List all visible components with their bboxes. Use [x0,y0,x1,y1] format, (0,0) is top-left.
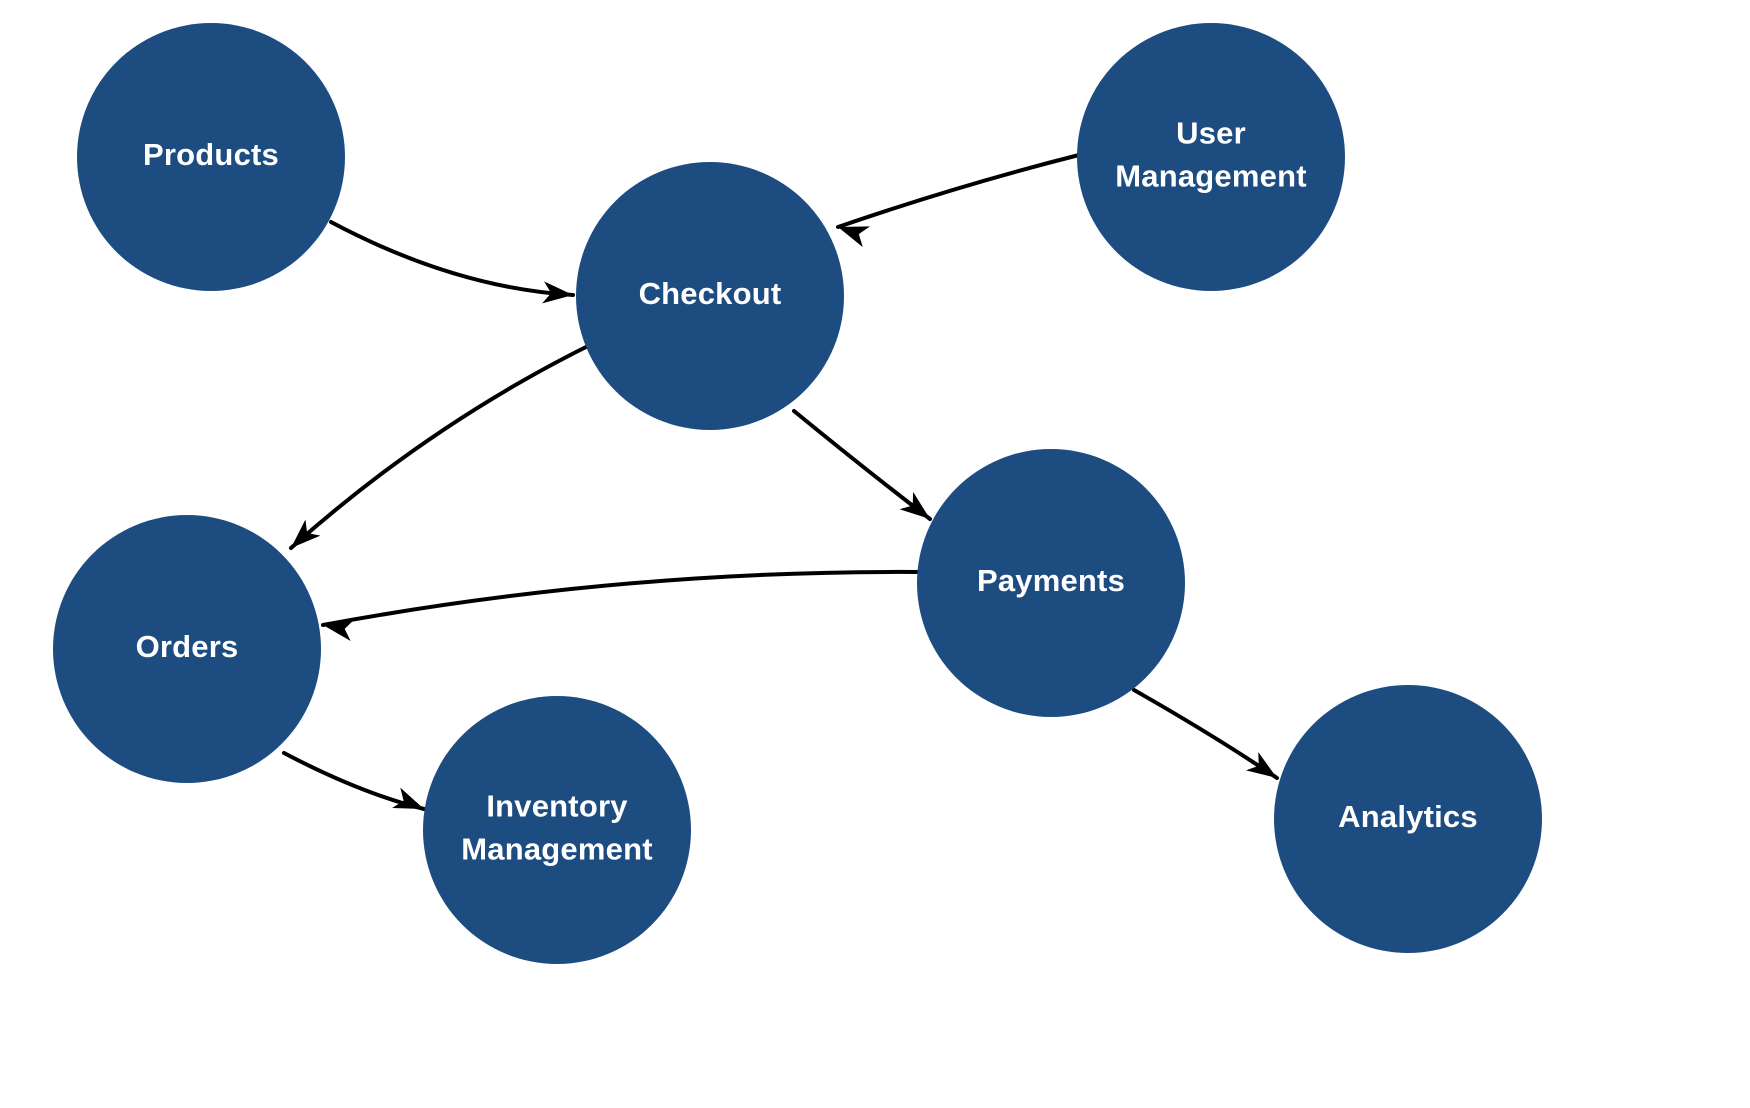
node-circle-analytics[interactable] [1274,685,1542,953]
edge-line [1132,688,1279,780]
node-circle-inventory[interactable] [423,696,691,964]
edge-arrowhead-icon [291,519,321,548]
node-circle-user_mgmt[interactable] [1077,23,1345,291]
edge-orders-inventory [282,751,426,811]
edge-line [792,409,932,521]
node-checkout[interactable]: Checkout [576,162,844,430]
edge-checkout-payments [792,409,932,521]
node-circle-checkout[interactable] [576,162,844,430]
edge-usermgmt-checkout [836,153,1081,248]
edge-line [321,569,921,627]
edge-line [289,342,594,550]
edge-arrowhead-icon [899,491,930,519]
node-products[interactable]: Products [77,23,345,291]
node-analytics[interactable]: Analytics [1274,685,1542,953]
edge-products-checkout [329,220,575,304]
edge-payments-orders [321,569,921,642]
node-circle-payments[interactable] [917,449,1185,717]
node-orders[interactable]: Orders [53,515,321,783]
node-circle-orders[interactable] [53,515,321,783]
node-payments[interactable]: Payments [917,449,1185,717]
edge-checkout-orders [289,342,594,550]
edge-payments-analytics [1132,688,1279,780]
edge-arrowhead-icon [838,226,870,248]
edge-arrowhead-icon [1245,752,1277,778]
edge-line [282,751,426,811]
edge-line [329,220,575,297]
edge-arrowhead-icon [542,281,573,304]
edges-layer [282,153,1279,811]
node-circle-products[interactable] [77,23,345,291]
edge-arrowhead-icon [323,619,355,642]
edge-line [836,153,1081,229]
edge-arrowhead-icon [392,787,424,809]
